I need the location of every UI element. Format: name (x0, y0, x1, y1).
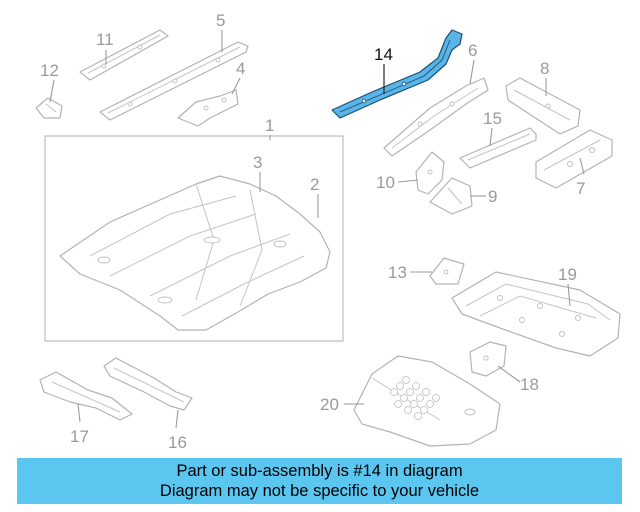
callout-19: 19 (558, 265, 577, 284)
banner-line-part-number: Part or sub-assembly is #14 in diagram (176, 462, 463, 480)
part-7-crossmember[interactable] (535, 129, 613, 189)
callout-18: 18 (520, 375, 539, 394)
part-14-rail-highlighted[interactable] (331, 29, 463, 119)
leader-lines (49, 30, 585, 429)
info-banner: Part or sub-assembly is #14 in diagram D… (17, 458, 622, 504)
callout-10: 10 (376, 173, 395, 192)
callout-17: 17 (70, 427, 89, 446)
callout-9: 9 (488, 187, 497, 206)
callout-12: 12 (40, 61, 59, 80)
part-12-bracket[interactable] (35, 97, 63, 119)
part-15-rail[interactable] (459, 127, 537, 169)
callout-4: 4 (236, 59, 245, 78)
callout-16: 16 (168, 433, 187, 452)
part-11-rail[interactable] (79, 29, 169, 81)
part-16-crossbrace[interactable] (103, 357, 193, 411)
part-18-bracket[interactable] (469, 341, 507, 377)
part-20-heat-shield[interactable] (353, 355, 501, 447)
part-17-crossbrace[interactable] (39, 371, 133, 421)
part-8-crossmember[interactable] (505, 77, 581, 135)
callout-15: 15 (483, 109, 502, 128)
part-19-under-panel[interactable] (451, 271, 621, 357)
callout-13: 13 (388, 263, 407, 282)
callout-1: 1 (265, 116, 274, 135)
part-6-rail[interactable] (383, 77, 489, 157)
callout-14: 14 (374, 45, 393, 64)
banner-line-disclaimer: Diagram may not be specific to your vehi… (159, 482, 480, 500)
part-4-bracket[interactable] (177, 89, 239, 127)
part-5-rail[interactable] (99, 41, 249, 121)
callout-3: 3 (253, 153, 262, 172)
callout-6: 6 (468, 41, 477, 60)
callout-20: 20 (320, 395, 339, 414)
part-1-assembly-frame (44, 135, 344, 342)
callout-8: 8 (540, 59, 549, 78)
part-10-bracket[interactable] (415, 151, 445, 195)
part-1-floor-pan[interactable] (59, 175, 331, 331)
callout-7: 7 (576, 179, 585, 198)
callout-5: 5 (216, 11, 225, 30)
callout-2: 2 (310, 175, 319, 194)
part-13-bracket[interactable] (429, 257, 465, 285)
callout-11: 11 (96, 30, 114, 49)
